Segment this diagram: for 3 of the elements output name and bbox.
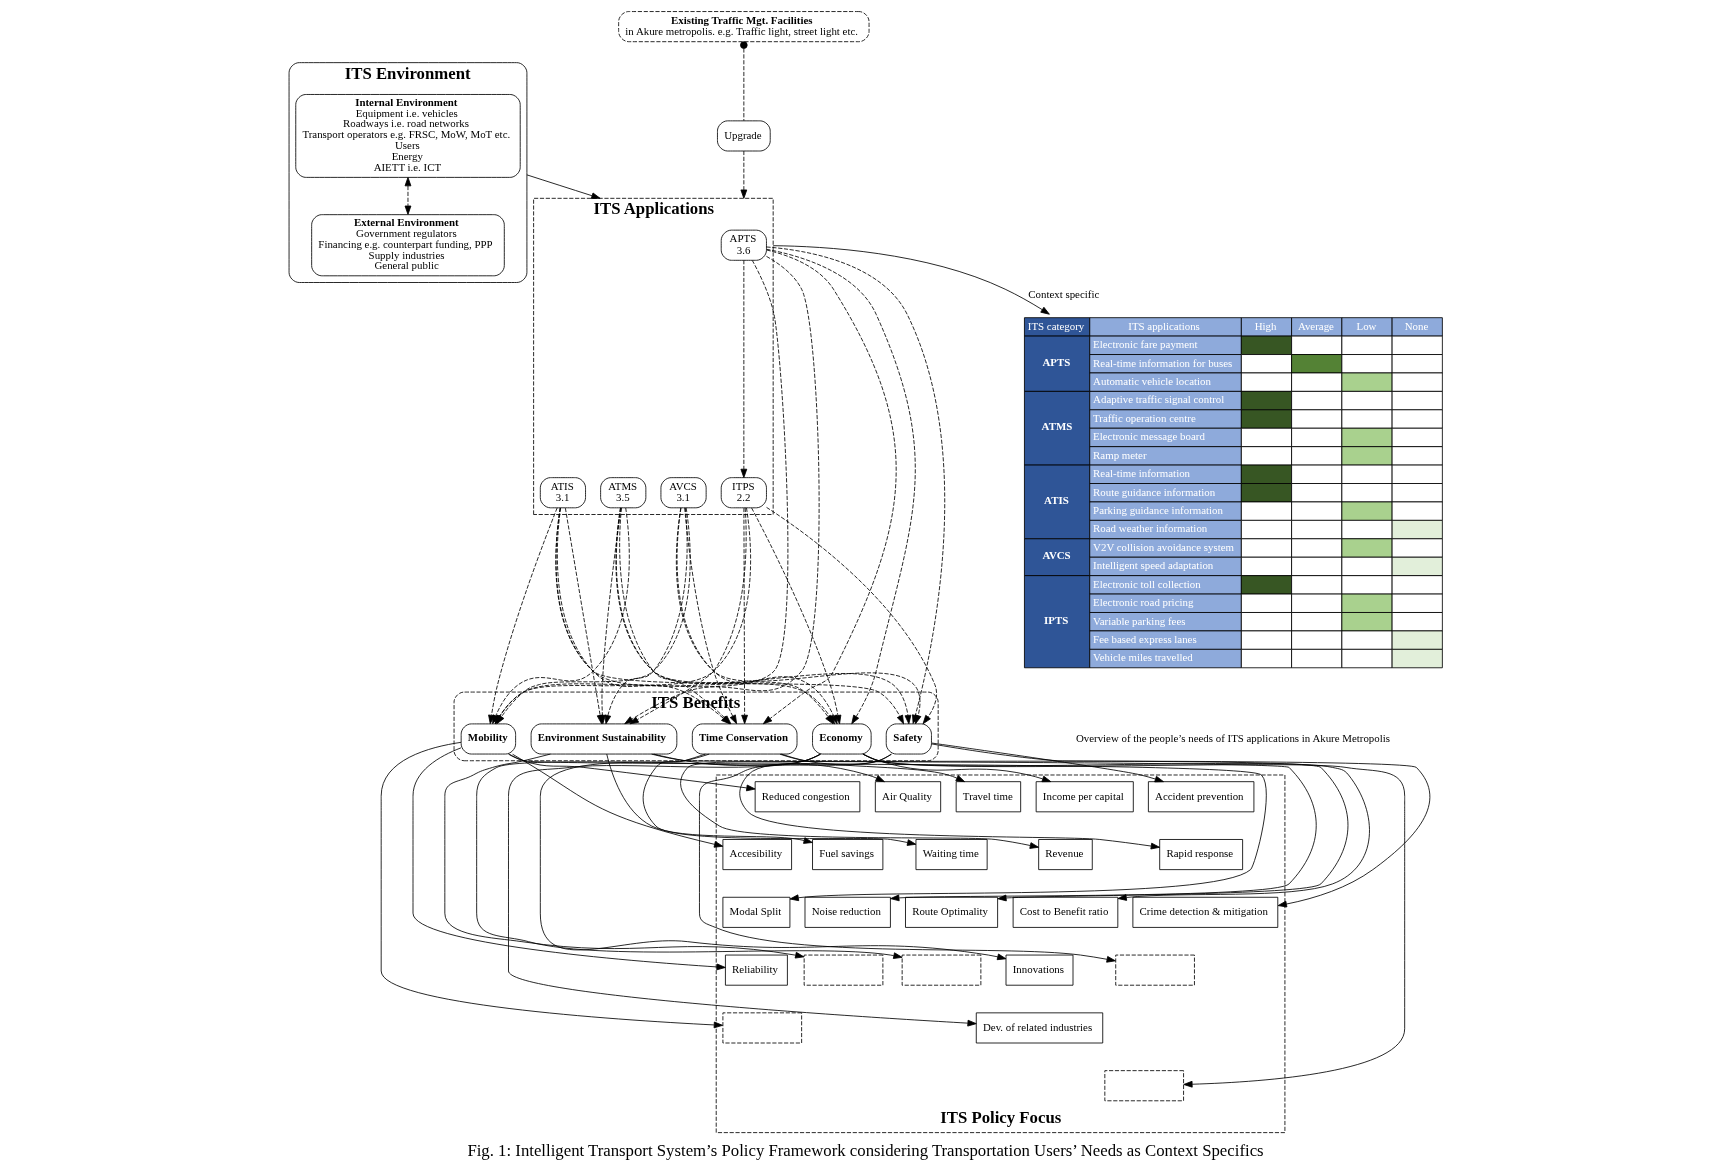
label: Overview of the people’s needs of ITS applications in Akure Metropolis [1075,731,1391,744]
edge-label: Context specific [1028,287,1100,300]
caption: Fig. 1: Intelligent Transport System’s Policy Framework considering Transportation Users’ Needs as Context Specifics [467,1141,1264,1161]
